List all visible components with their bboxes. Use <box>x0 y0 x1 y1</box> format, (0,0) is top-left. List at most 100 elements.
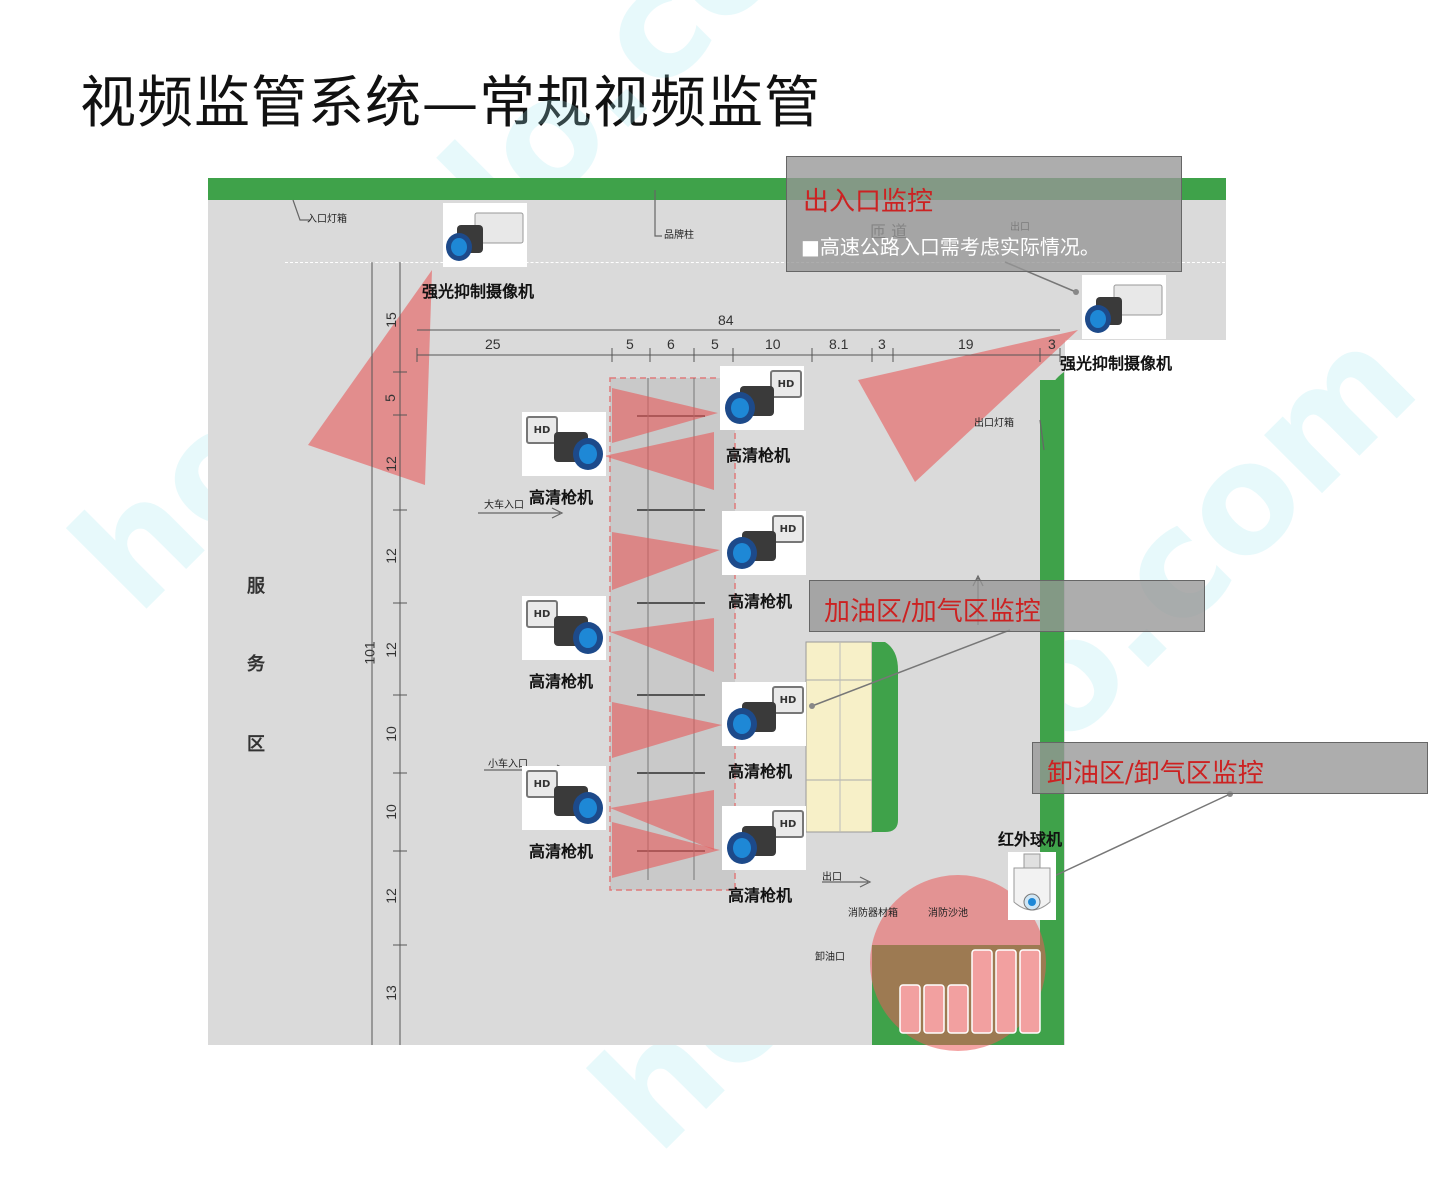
dim-width: 10 <box>765 336 781 352</box>
view-cone <box>612 702 722 758</box>
dim-width: 3 <box>1048 336 1056 352</box>
dim-height: 12 <box>382 642 399 658</box>
unload-port-label: 卸油口 <box>815 952 845 963</box>
callout-leader <box>811 629 1011 707</box>
dim-width: 19 <box>958 336 974 352</box>
hd-camera-2: HD <box>522 412 606 476</box>
tank <box>899 984 921 1034</box>
hd-icon: HD <box>526 600 558 628</box>
hd-camera-1-label: 高清枪机 <box>726 446 791 465</box>
road-line <box>285 262 1225 263</box>
hd-icon: HD <box>526 770 558 798</box>
tank <box>923 984 945 1034</box>
hd-camera-2-label: 高清枪机 <box>529 488 594 507</box>
hd-camera-7-label: 高清枪机 <box>728 886 793 905</box>
service-area-char: 区 <box>247 734 265 755</box>
tank <box>947 984 969 1034</box>
callout-fueling-title: 加油区/加气区监控 <box>824 597 1041 627</box>
hd-camera-7: HD <box>722 806 806 870</box>
tank <box>1019 949 1041 1034</box>
infrared-dome-camera <box>1008 852 1056 920</box>
hd-camera-6-label: 高清枪机 <box>529 842 594 861</box>
dome-camera-icon <box>1013 853 1051 911</box>
brand-pillar-label: 品牌柱 <box>664 230 694 241</box>
green-strip-right <box>1040 380 1064 1045</box>
hd-camera-5: HD <box>722 682 806 746</box>
strong-light-camera-left <box>443 203 527 267</box>
callout-leader <box>1049 793 1231 879</box>
strong-light-camera-left-label: 强光抑制摄像机 <box>422 282 535 301</box>
exit-bottom-label: 出口 <box>822 872 842 883</box>
view-cone <box>610 790 714 850</box>
truck-entrance-label: 大车入口 <box>484 500 524 511</box>
dim-total-height: 101 <box>361 641 378 665</box>
view-cone <box>612 388 718 443</box>
bullet-camera-icon <box>727 826 776 864</box>
hd-icon: HD <box>770 370 802 398</box>
bullet-camera-icon <box>554 786 603 824</box>
view-cone <box>858 330 1078 482</box>
bullet-camera-icon <box>727 702 776 740</box>
hd-icon: HD <box>772 515 804 543</box>
dim-height: 10 <box>382 804 399 820</box>
view-cone <box>610 618 714 672</box>
bullet-camera-icon <box>554 616 603 654</box>
hd-icon: HD <box>772 686 804 714</box>
callout-entrance-title: 出入口监控 <box>803 187 934 217</box>
hd-camera-5-label: 高清枪机 <box>728 762 793 781</box>
service-area-char: 务 <box>247 654 265 675</box>
bullet-camera-icon <box>1085 284 1163 333</box>
plan-graphics <box>292 190 1233 1051</box>
hd-camera-4-label: 高清枪机 <box>529 672 594 691</box>
dim-height: 12 <box>382 456 399 472</box>
callout-entrance: 出入口监控 ■高速公路入口需考虑实际情况。 <box>786 156 1182 272</box>
callout-fueling: 加油区/加气区监控 <box>809 580 1205 632</box>
bullet-camera-icon <box>446 212 524 261</box>
fire-sand-label: 消防沙池 <box>928 908 968 919</box>
page-title: 视频监管系统—常规视频监管 <box>80 71 821 136</box>
car-entrance-label: 小车入口 <box>488 759 528 770</box>
dim-height: 12 <box>382 548 399 564</box>
tank <box>995 949 1017 1034</box>
infrared-dome-camera-label: 红外球机 <box>998 830 1063 849</box>
hd-icon: HD <box>772 810 804 838</box>
hd-icon: HD <box>526 416 558 444</box>
dim-width: 25 <box>485 336 501 352</box>
tank <box>971 949 993 1034</box>
callout-unloading-title: 卸油区/卸气区监控 <box>1047 759 1264 789</box>
dim-height: 12 <box>382 888 399 904</box>
dim-total-width: 84 <box>718 312 734 328</box>
exit-lightbox-label: 出口灯箱 <box>974 418 1014 429</box>
exit-arrow <box>822 876 872 888</box>
station-building <box>805 641 873 833</box>
truck-entrance-arrow <box>478 507 564 519</box>
dim-height: 5 <box>381 394 398 402</box>
view-cone <box>612 822 720 878</box>
dim-width: 6 <box>667 336 675 352</box>
hd-camera-3: HD <box>722 511 806 575</box>
dim-height: 15 <box>382 312 399 328</box>
bullet-camera-icon <box>554 432 603 470</box>
bullet-camera-icon <box>725 386 774 424</box>
hd-camera-3-label: 高清枪机 <box>728 592 793 611</box>
entrance-lightbox-label: 入口灯箱 <box>307 214 347 225</box>
green-patch <box>872 642 898 832</box>
dim-width: 3 <box>878 336 886 352</box>
hd-camera-6: HD <box>522 766 606 830</box>
dim-width: 8.1 <box>829 336 849 352</box>
hd-camera-1: HD <box>720 366 804 430</box>
view-cone <box>612 532 720 590</box>
view-cone <box>308 270 432 485</box>
fire-cabinet-label: 消防器材箱 <box>848 908 898 919</box>
dim-width: 5 <box>626 336 634 352</box>
callout-entrance-text: ■高速公路入口需考虑实际情况。 <box>801 235 1100 259</box>
dim-height: 13 <box>382 985 399 1001</box>
dim-width: 5 <box>711 336 719 352</box>
service-area-char: 服 <box>247 576 265 597</box>
corner-curve <box>1040 372 1064 420</box>
bullet-camera-icon <box>727 531 776 569</box>
hd-camera-4: HD <box>522 596 606 660</box>
view-cone <box>604 432 714 490</box>
strong-light-camera-right-label: 强光抑制摄像机 <box>1060 354 1173 373</box>
dim-height: 10 <box>382 726 399 742</box>
